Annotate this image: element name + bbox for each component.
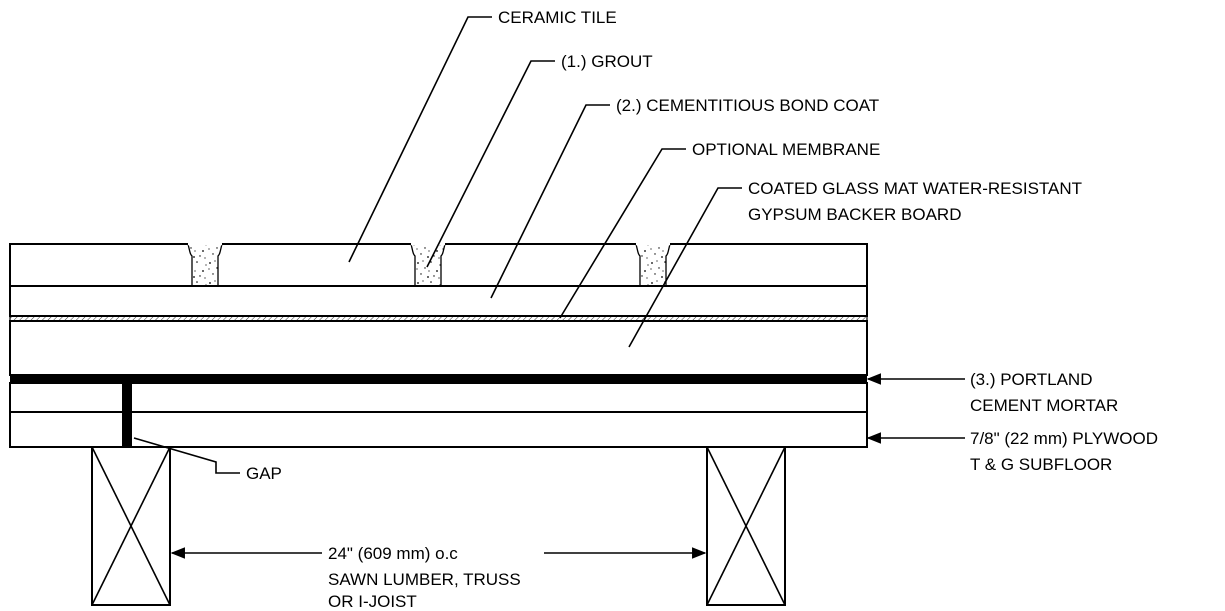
grout-joint	[635, 243, 671, 287]
label-backer-board-line2: GYPSUM BACKER BOARD	[748, 205, 962, 224]
label-plywood-line2: T & G SUBFLOOR	[970, 455, 1112, 474]
bond-coat-layer	[9, 285, 868, 317]
label-plywood-line1: 7/8" (22 mm) PLYWOOD	[970, 429, 1158, 448]
gap-mark	[122, 383, 132, 447]
label-bond-coat: (2.) CEMENTITIOUS BOND COAT	[616, 96, 879, 115]
plywood-subfloor-layer	[9, 382, 868, 448]
grout-joint	[187, 243, 223, 287]
label-gap: GAP	[246, 464, 282, 483]
leader-lines	[133, 16, 965, 559]
label-spacing-line1: 24" (609 mm) o.c	[328, 544, 458, 563]
leader-gap	[133, 437, 240, 474]
label-mortar-line2: CEMENT MORTAR	[970, 396, 1118, 415]
leader-backer-board	[628, 187, 742, 348]
label-grout: (1.) GROUT	[561, 52, 653, 71]
label-ceramic-tile: CERAMIC TILE	[498, 8, 617, 27]
label-spacing-line2: SAWN LUMBER, TRUSS	[328, 570, 521, 589]
joist-right	[706, 446, 786, 606]
leader-ceramic-tile	[348, 16, 492, 263]
leader-bond-coat	[490, 104, 610, 299]
leader-grout	[426, 60, 555, 268]
grout-joints	[187, 242, 671, 287]
labels: CERAMIC TILE (1.) GROUT (2.) CEMENTITIOU…	[246, 8, 1158, 611]
backer-board-layer	[9, 320, 868, 376]
label-membrane: OPTIONAL MEMBRANE	[692, 140, 880, 159]
label-backer-board-line1: COATED GLASS MAT WATER-RESISTANT	[748, 179, 1082, 198]
joist-left	[91, 446, 171, 606]
label-spacing-line3: OR I-JOIST	[328, 592, 417, 611]
leader-membrane	[559, 148, 686, 319]
label-mortar-line1: (3.) PORTLAND	[970, 370, 1093, 389]
mortar-layer	[10, 375, 867, 383]
